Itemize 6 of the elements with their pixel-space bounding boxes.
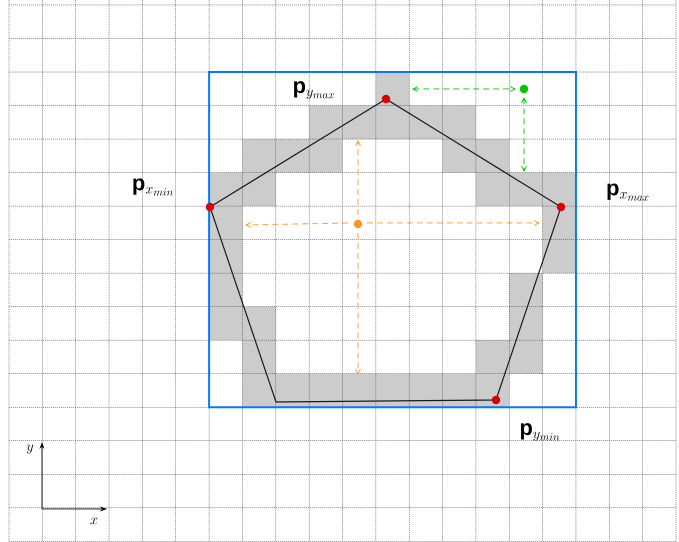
axis-label: $x$ xyxy=(90,518,98,524)
point-label: $\mathbf{p}_{x_{min}}$ xyxy=(133,178,173,196)
point-label: $\mathbf{p}_{y_{max}}$ xyxy=(294,81,334,99)
point-label: $\mathbf{p}_{x_{max}}$ xyxy=(607,183,648,201)
axis-label: $y$ xyxy=(26,444,34,454)
point-label: $\mathbf{p}_{y_{min}}$ xyxy=(520,423,560,441)
